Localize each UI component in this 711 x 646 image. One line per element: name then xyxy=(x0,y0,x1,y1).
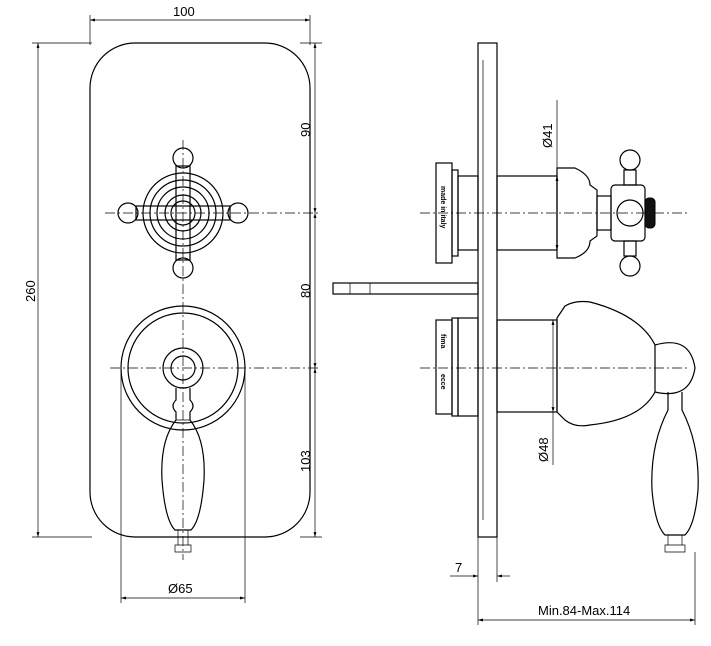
dim-diameter-41: Ø41 xyxy=(540,100,559,250)
dim-label-width: 100 xyxy=(173,4,195,19)
bottom-cartridge: fima ecce xyxy=(435,300,699,553)
marking-made-in-italy: made in italy xyxy=(439,186,446,229)
marking-code: ecce xyxy=(439,374,446,390)
dim-vertical-chain: 90 80 103 xyxy=(298,42,322,538)
dim-label-65: Ø65 xyxy=(168,581,193,596)
top-cartridge: made in italy xyxy=(435,149,656,277)
dim-height: 260 xyxy=(23,42,92,538)
dim-rosette-diameter: Ø65 xyxy=(120,368,246,603)
dim-plate-thickness: 7 xyxy=(450,537,510,625)
dim-label-48: Ø48 xyxy=(536,437,551,462)
dim-label-90: 90 xyxy=(298,123,313,137)
side-plate xyxy=(477,42,498,538)
cross-handle xyxy=(117,147,249,279)
dim-label-103: 103 xyxy=(298,450,313,472)
dim-label-depth: Min.84-Max.114 xyxy=(538,603,630,618)
dim-label-41: Ø41 xyxy=(540,123,555,148)
front-view: 100 260 90 80 103 Ø65 xyxy=(23,4,322,603)
cover-plate xyxy=(89,42,311,538)
dim-label-7: 7 xyxy=(455,560,462,575)
dim-label-height: 260 xyxy=(23,280,38,302)
side-view: made in italy fima ecce Ø41 Ø48 xyxy=(332,42,699,625)
marking-fima: fima xyxy=(439,334,446,349)
dim-width: 100 xyxy=(89,4,311,45)
dim-diameter-48: Ø48 xyxy=(536,320,555,465)
dim-label-80: 80 xyxy=(298,284,313,298)
dim-depth: Min.84-Max.114 xyxy=(478,552,696,625)
wall-pipe xyxy=(332,282,479,295)
